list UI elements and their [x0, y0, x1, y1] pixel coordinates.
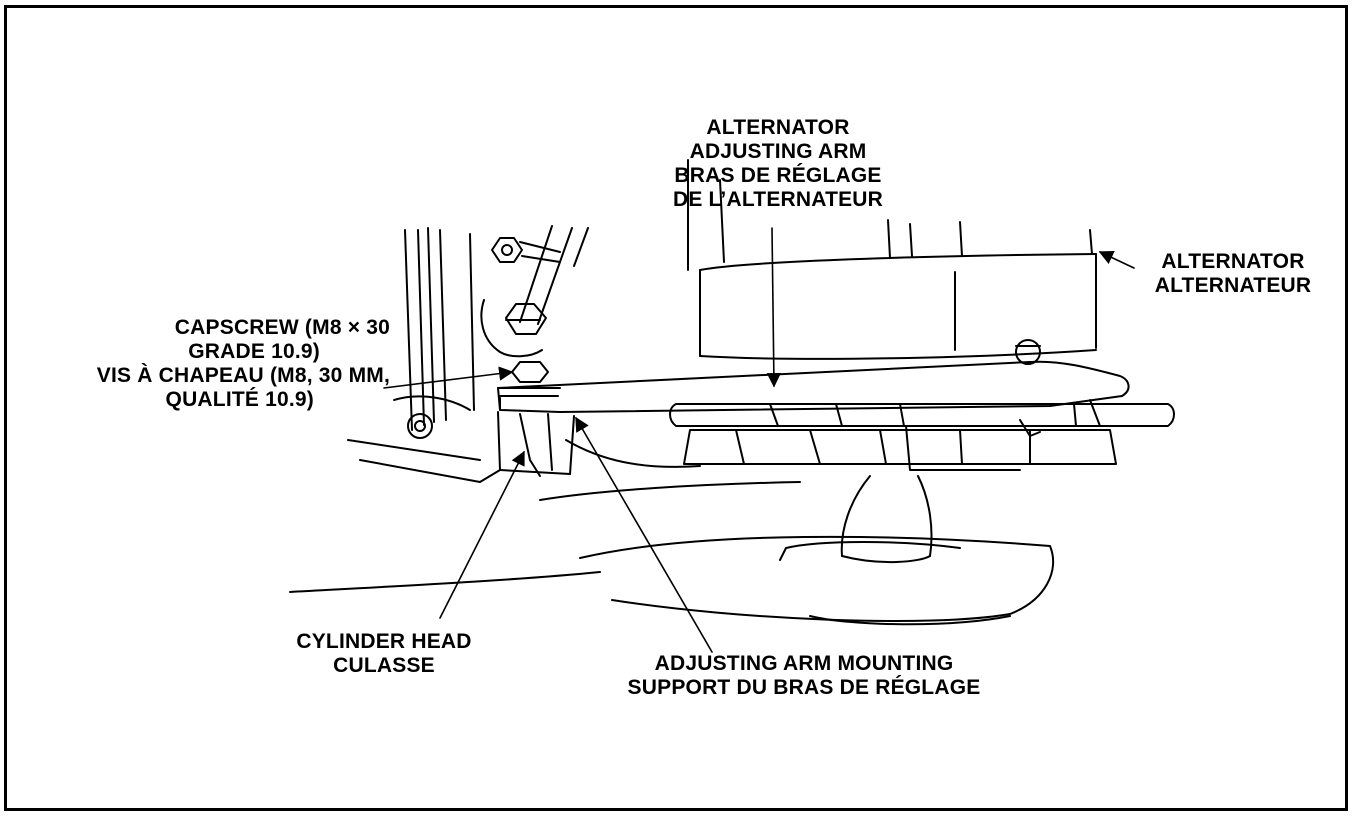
mounting-leader: [575, 416, 713, 653]
label-line: DE L’ALTERNATEUR: [672, 188, 884, 211]
label-capscrew: CAPSCREW (M8 × 30 GRADE 10.9) VIS À CHAP…: [20, 316, 390, 412]
label-line: SUPPORT DU BRAS DE RÉGLAGE: [627, 676, 981, 699]
label-line: GRADE 10.9): [188, 340, 320, 363]
lower-belt: [289, 481, 1055, 626]
bracket-stud: [491, 237, 561, 263]
adjusting-arm: [497, 360, 1130, 413]
alternator-body: [687, 159, 1097, 365]
label-alternator-adjusting-arm: ALTERNATOR ADJUSTING ARM BRAS DE RÉGLAGE…: [608, 116, 948, 212]
label-line: ADJUSTING ARM MOUNTING: [654, 652, 954, 675]
alternator-pulley: [669, 399, 1175, 564]
label-adjusting-arm-mounting: ADJUSTING ARM MOUNTING SUPPORT DU BRAS D…: [574, 652, 1034, 700]
alternator-leader: [1098, 251, 1135, 269]
arm-leader: [766, 227, 782, 388]
cylinder-head-leader: [439, 450, 525, 619]
label-line: VIS À CHAPEAU (M8, 30 MM,: [96, 364, 390, 387]
diagram-frame: [4, 5, 1348, 811]
label-alternator: ALTERNATOR ALTERNATEUR: [1128, 250, 1338, 298]
label-line: CYLINDER HEAD: [296, 630, 472, 653]
label-line: ALTERNATOR: [1161, 250, 1305, 273]
label-line: CULASSE: [333, 654, 435, 677]
engine-block-edge: [404, 227, 475, 431]
label-line: ALTERNATEUR: [1154, 274, 1312, 297]
label-line: ADJUSTING ARM: [689, 140, 867, 163]
label-line: ALTERNATOR: [706, 116, 850, 139]
capscrew-leader: [383, 366, 514, 389]
label-line: CAPSCREW (M8 × 30: [174, 316, 390, 339]
capscrew-head: [497, 361, 561, 397]
diagonal-rod: [519, 225, 589, 325]
adjusting-arm-mounting: [347, 395, 701, 483]
rod-hex-nut: [480, 299, 547, 358]
label-line: BRAS DE RÉGLAGE: [674, 164, 882, 187]
label-cylinder-head: CYLINDER HEAD CULASSE: [264, 630, 504, 678]
leader-lines: [383, 227, 1135, 653]
label-line: QUALITÉ 10.9): [165, 388, 314, 411]
